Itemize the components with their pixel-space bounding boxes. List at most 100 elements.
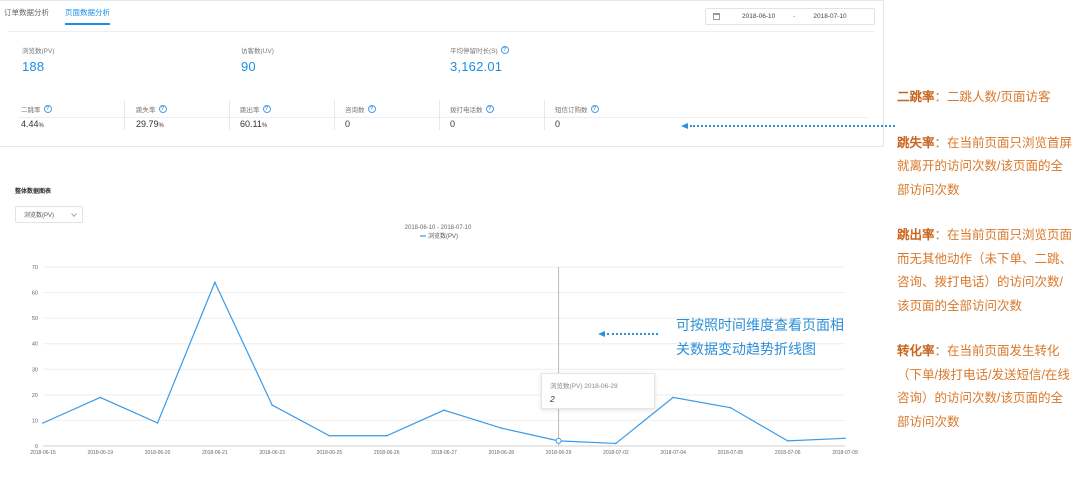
note-second-jump-rate: 二跳率：二跳人数/页面访客 — [897, 86, 1073, 110]
metric-value: 0 — [345, 119, 351, 129]
metric-select[interactable]: 浏览数(PV) — [15, 206, 83, 223]
note-loss-rate: 跳失率：在当前页面只浏览首屏就离开的访问次数/该页面的全部访问次数 — [897, 132, 1073, 203]
column-divider — [439, 100, 440, 130]
metric-consult-count: 咨询数? 0 — [345, 104, 376, 129]
column-divider — [229, 100, 230, 130]
metric-pv: 浏览数(PV) 188 — [22, 45, 55, 74]
x-tick-label: 2018-06-15 — [30, 450, 56, 456]
metric-sms-order-count: 短信订购数? 0 — [555, 104, 599, 129]
x-tick-label: 2018-07-09 — [832, 450, 858, 456]
metric-avg-duration: 平均停留时长(S)? 3,162.01 — [450, 45, 509, 74]
metric-uv-label: 访客数(UV) — [241, 48, 274, 55]
data-point — [672, 396, 674, 399]
column-divider — [334, 100, 335, 130]
date-separator: - — [793, 13, 796, 20]
y-tick-label: 10 — [32, 418, 38, 424]
tooltip-value: 2 — [550, 394, 555, 404]
x-tick-label: 2018-06-20 — [145, 450, 171, 456]
help-icon[interactable]: ? — [367, 105, 376, 113]
note-text: ：二跳人数/页面访客 — [934, 90, 1051, 104]
tab-page-analysis[interactable]: 页面数据分析 — [65, 7, 110, 25]
metric-value: 29.79 — [136, 119, 159, 129]
note-text: ：在当前页面只浏览首屏就离开的访问次数/该页面的全部访问次数 — [897, 135, 1073, 197]
chart-section-title: 整体数据图表 — [15, 189, 52, 195]
metric-uv: 访客数(UV) 90 — [241, 45, 274, 74]
metric-value: 60.11 — [240, 119, 262, 129]
tab-order-analysis[interactable]: 订单数据分析 — [4, 8, 49, 17]
date-start[interactable]: 2018-06-10 — [742, 13, 776, 20]
x-tick-label: 2018-07-04 — [660, 450, 686, 456]
chart-annotation: 可按照时间维度查看页面相关数据变动趋势折线图 — [676, 317, 844, 357]
metric-loss-rate: 跳失率? 29.79% — [136, 104, 167, 129]
data-point — [385, 434, 388, 437]
x-tick-label: 2018-07-06 — [775, 450, 801, 456]
metric-unit: % — [38, 123, 44, 129]
x-tick-label: 2018-06-25 — [317, 450, 343, 456]
help-icon[interactable]: ? — [485, 105, 494, 113]
data-point — [500, 427, 503, 429]
note-term: 跳出率 — [897, 228, 935, 242]
metric-unit: % — [158, 123, 164, 129]
data-point — [271, 404, 273, 406]
data-point — [615, 442, 617, 445]
help-icon[interactable]: ? — [43, 105, 52, 113]
y-tick-label: 30 — [32, 367, 38, 373]
x-tick-label: 2018-06-26 — [374, 450, 400, 456]
calendar-icon — [713, 13, 720, 20]
metric-label: 短信订购数 — [555, 107, 588, 114]
metrics-divider — [18, 117, 868, 118]
data-point — [443, 409, 445, 411]
x-tick-label: 2018-07-02 — [603, 450, 629, 456]
metric-avg-duration-label: 平均停留时长(S) — [450, 48, 498, 55]
metric-call-count: 拨打电话数? 0 — [450, 104, 494, 129]
metric-label: 咨询数 — [345, 107, 365, 114]
date-range-picker[interactable]: 2018-06-10 - 2018-07-10 — [705, 8, 875, 25]
overview-panel: 订单数据分析 页面数据分析 2018-06-10 - 2018-07-10 浏览… — [0, 0, 884, 147]
y-tick-label: 50 — [32, 316, 38, 322]
help-icon[interactable]: ? — [500, 46, 509, 54]
x-tick-label: 2018-06-19 — [87, 450, 113, 456]
note-text: ：在当前页面发生转化（下单/拨打电话/发送短信/在线咨询）的访问次数/该页面的全… — [897, 344, 1070, 429]
metric-pv-value: 188 — [22, 59, 45, 74]
y-tick-label: 60 — [32, 291, 38, 297]
x-tick-label: 2018-06-21 — [202, 450, 228, 456]
column-divider — [544, 100, 545, 130]
line-chart[interactable]: 2018-06-10 - 2018-07-10浏览数(PV)0102030405… — [0, 218, 880, 468]
note-text: ：在当前页面只浏览页面而无其他动作（未下单、二跳、咨询、拨打电话）的访问次数/该… — [897, 228, 1073, 313]
y-tick-label: 0 — [35, 444, 38, 450]
y-tick-label: 70 — [32, 265, 38, 271]
metric-second-jump-rate: 二跳率? 4.44% — [21, 104, 52, 129]
metric-label: 拨打电话数 — [450, 107, 483, 114]
metric-bounce-rate: 跳出率? 60.11% — [240, 104, 271, 129]
note-conversion-rate: 转化率：在当前页面发生转化（下单/拨打电话/发送短信/在线咨询）的访问次数/该页… — [897, 340, 1073, 434]
metric-value: 4.44 — [21, 119, 39, 129]
x-tick-label: 2018-06-29 — [546, 450, 572, 456]
data-point — [42, 422, 44, 424]
metric-select-value: 浏览数(PV) — [24, 213, 55, 219]
data-point — [844, 437, 846, 440]
help-icon[interactable]: ? — [262, 105, 271, 113]
data-point — [156, 422, 159, 424]
column-divider — [124, 100, 125, 130]
arrow-left-icon — [598, 331, 605, 337]
help-icon[interactable]: ? — [590, 105, 599, 113]
data-point — [729, 406, 732, 409]
data-point — [328, 434, 331, 437]
annotation-arrow — [681, 123, 895, 129]
x-tick-label: 2018-06-23 — [259, 450, 285, 456]
metric-uv-value: 90 — [241, 59, 256, 74]
note-bounce-rate: 跳出率：在当前页面只浏览页面而无其他动作（未下单、二跳、咨询、拨打电话）的访问次… — [897, 224, 1073, 318]
metric-avg-duration-value: 3,162.01 — [450, 59, 503, 74]
metric-value: 0 — [450, 119, 456, 129]
annotation-arrow — [598, 331, 658, 337]
x-tick-label: 2018-06-28 — [488, 450, 514, 456]
data-point — [786, 440, 789, 442]
chart-title: 2018-06-10 - 2018-07-10 — [405, 225, 472, 231]
help-icon[interactable]: ? — [158, 105, 167, 113]
series-line — [42, 280, 846, 445]
metric-pv-label: 浏览数(PV) — [22, 48, 55, 55]
x-tick-label: 2018-06-27 — [431, 450, 457, 456]
date-end[interactable]: 2018-07-10 — [813, 13, 847, 20]
legend-label: 浏览数(PV) — [428, 232, 458, 240]
note-term: 二跳率 — [897, 90, 935, 104]
